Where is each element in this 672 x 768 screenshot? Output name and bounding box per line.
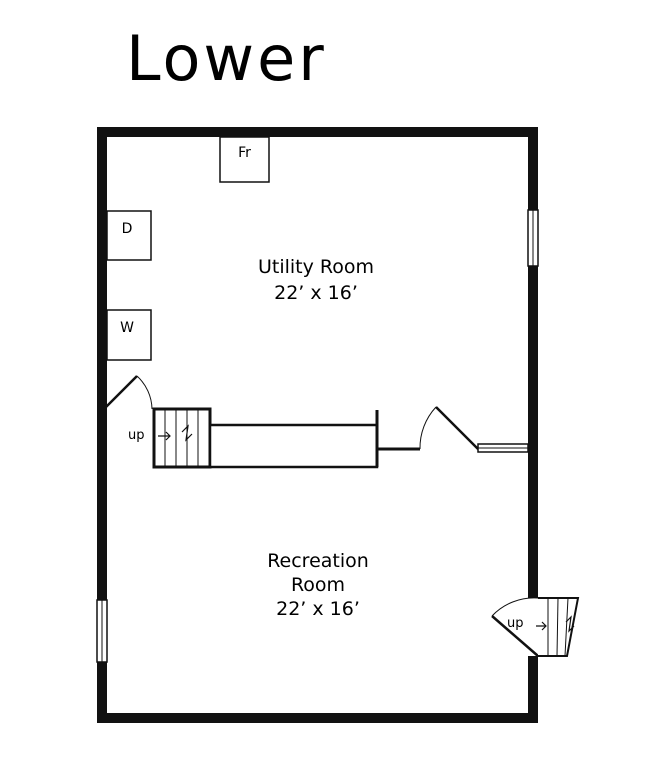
utility-room-name: Utility Room [258, 256, 374, 278]
interior-stairs-up-label: up [128, 428, 145, 443]
utility-room-size: 22’ x 16’ [274, 282, 358, 304]
window-west-lower [96, 599, 108, 663]
freezer-label: Fr [238, 145, 251, 161]
dryer: D [106, 210, 152, 261]
freezer: Fr [219, 136, 270, 183]
exterior-stairs: up [491, 597, 580, 657]
window-east-upper [527, 209, 539, 267]
exterior-stairs-up-label: up [507, 616, 524, 631]
washer-label: W [120, 320, 134, 336]
door-west [103, 375, 153, 410]
exterior-wall [97, 127, 538, 723]
partition-wall [208, 410, 420, 469]
recreation-room-size: 22’ x 16’ [276, 598, 360, 620]
recreation-room-name-line2: Room [291, 574, 345, 596]
door-interior [419, 406, 529, 453]
washer: W [106, 309, 152, 361]
dryer-label: D [122, 221, 133, 237]
floor-title: Lower [126, 22, 327, 95]
recreation-room-name: Recreation [267, 550, 369, 572]
interior-stairs: up [128, 407, 212, 469]
